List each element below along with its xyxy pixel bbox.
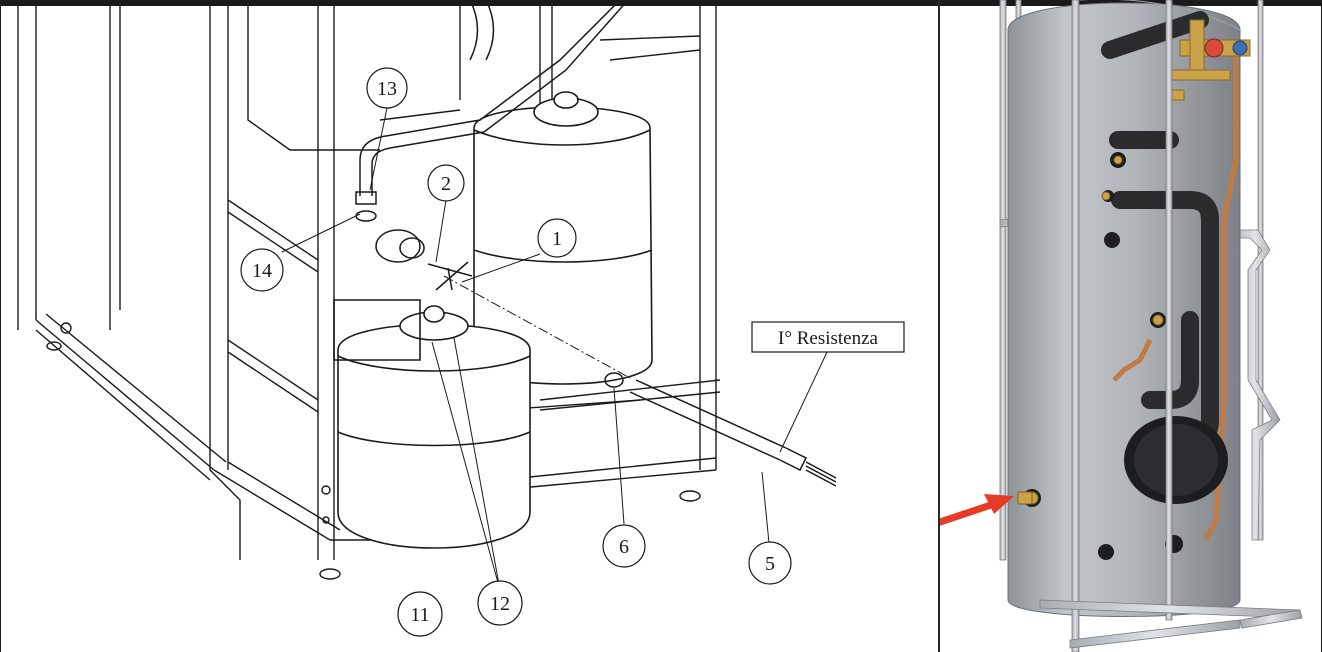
callout-14-label: 14	[252, 260, 272, 282]
valve-manifold	[1169, 19, 1251, 101]
callout-5-label: 5	[765, 553, 775, 575]
red-arrow-icon	[940, 494, 1014, 526]
unit-frame	[17, 6, 721, 580]
callout-6-label: 6	[619, 536, 629, 558]
product-photo	[940, 0, 1303, 652]
callout-13: 13	[366, 67, 408, 109]
callout-2: 2	[427, 164, 465, 202]
brass-fittings	[1017, 155, 1164, 505]
callout-12: 12	[477, 580, 523, 626]
resistance-label-box: I° Resistenza	[751, 321, 905, 353]
lower-tank	[333, 299, 531, 549]
leader-lines	[281, 107, 829, 591]
callout-6: 6	[602, 524, 646, 568]
callout-1-label: 1	[552, 228, 562, 250]
callout-5: 5	[748, 541, 792, 585]
front-frame	[1039, 0, 1303, 652]
inspection-flange	[1124, 416, 1228, 504]
callout-11-label: 11	[410, 604, 429, 626]
resistance-label: I° Resistenza	[778, 328, 878, 349]
callout-2-label: 2	[441, 173, 451, 195]
panel-divider	[938, 0, 940, 652]
top-rule	[0, 0, 1322, 6]
callout-1: 1	[537, 218, 577, 258]
exploded-diagram: 13 2 1 14 6 5 11 12 I° Resistenza	[17, 0, 905, 637]
callout-13-label: 13	[377, 78, 397, 100]
callout-12-label: 12	[490, 593, 510, 615]
copper-pipes	[1112, 40, 1239, 542]
assembly-axis	[443, 275, 631, 379]
callout-11: 11	[397, 591, 443, 637]
callout-14: 14	[240, 248, 284, 292]
